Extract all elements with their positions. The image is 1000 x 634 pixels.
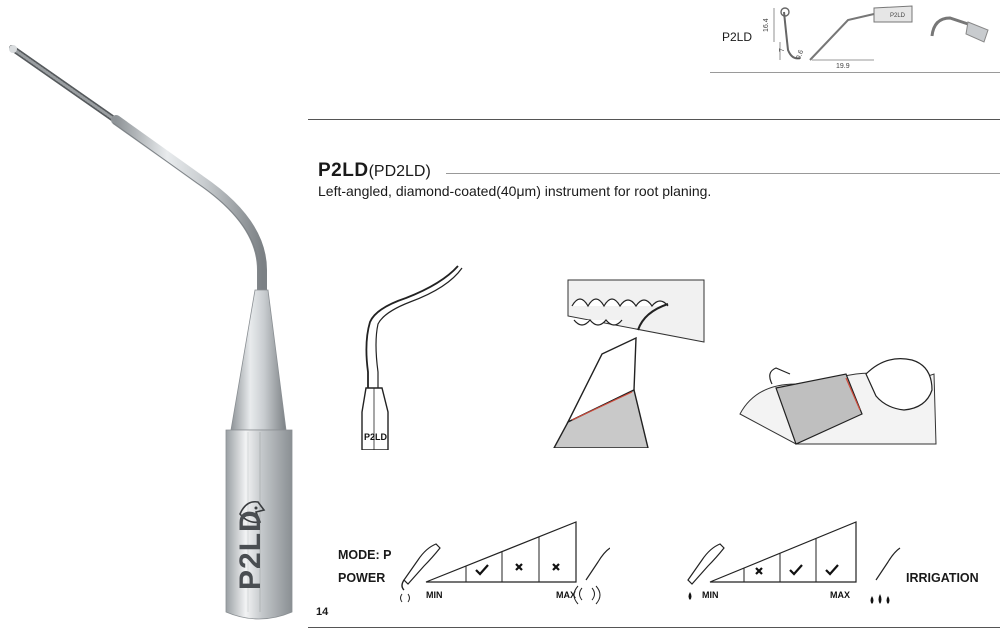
irrigation-level-2-check-icon <box>789 564 803 576</box>
patient-drawing <box>739 358 937 445</box>
handpiece-max-icon <box>573 547 610 605</box>
dim-19-9: 19.9 <box>836 63 850 70</box>
power-level-2-cross-icon <box>515 563 523 571</box>
header-rule <box>308 119 1000 120</box>
tip-engraving: P2LD <box>234 509 267 590</box>
illustration-tip-label: P2LD <box>364 432 388 442</box>
dim-connector-label: P2LD <box>890 13 906 19</box>
dimension-panel <box>710 0 1000 73</box>
mode-label: MODE: P <box>338 548 392 562</box>
irrigation-min-label: MIN <box>702 590 719 600</box>
handpiece-irrigation-min-icon <box>687 543 725 600</box>
tip-line-drawing: P2LD <box>361 265 463 450</box>
handpiece-irrigation-max-icon <box>870 547 901 604</box>
product-photo <box>9 45 293 620</box>
page-number: 14 <box>316 606 329 618</box>
product-alt-code: (PD2LD) <box>368 163 431 180</box>
dimension-model-label: P2LD <box>722 30 753 44</box>
irrigation-label: IRRIGATION <box>906 571 979 585</box>
dim-0-6: 0.6 <box>795 49 805 61</box>
power-label: POWER <box>338 571 386 585</box>
mouth-drawing <box>553 279 705 448</box>
irrigation-level-3-check-icon <box>825 564 839 576</box>
dim-16-4: 16.4 <box>763 18 770 32</box>
power-level-3-cross-icon <box>552 563 560 571</box>
product-code: P2LD <box>318 160 369 181</box>
title-underline <box>446 173 1000 174</box>
power-max-label: MAX <box>556 590 576 600</box>
product-description: Left-angled, diamond-coated(40μm) instru… <box>318 183 712 199</box>
power-scale: MIN MAX <box>400 521 610 605</box>
product-title: P2LD(PD2LD) <box>318 160 431 182</box>
dim-7: 7 <box>779 48 786 52</box>
brand-logo-icon <box>239 500 266 524</box>
handpiece-min-icon <box>400 543 441 603</box>
irrigation-scale: MIN MAX <box>687 521 901 604</box>
power-min-label: MIN <box>426 590 443 600</box>
tip-engraving-wrap: P2LD <box>230 509 290 616</box>
dimension-drawing: 16.4 7 0.6 P2LD 19.9 <box>763 5 989 70</box>
irrigation-level-1-cross-icon <box>755 567 763 575</box>
power-level-1-check-icon <box>475 564 489 576</box>
irrigation-max-label: MAX <box>830 590 850 600</box>
footer-rule <box>308 627 1000 628</box>
